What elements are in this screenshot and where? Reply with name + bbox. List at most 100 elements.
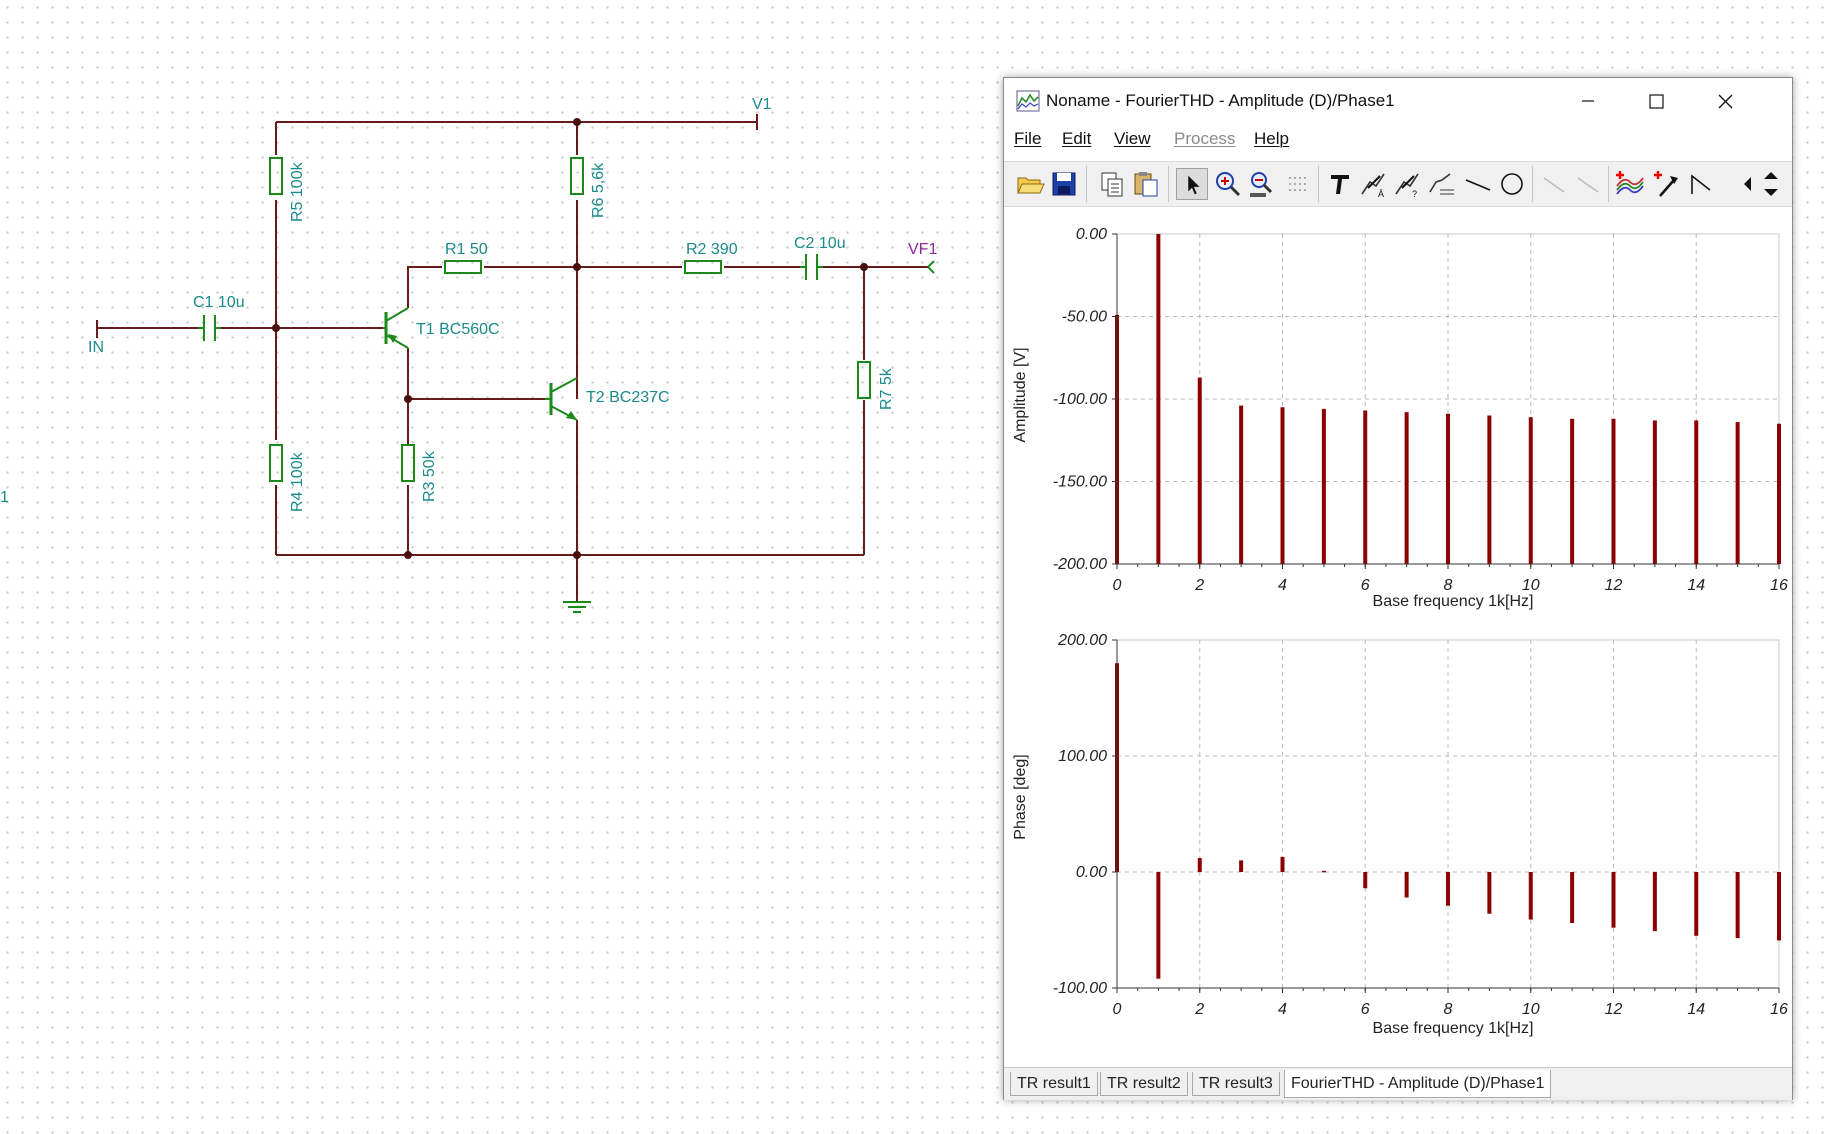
- phase-bar: [1611, 872, 1616, 928]
- amplitude-x-tick-label: 0: [1113, 577, 1122, 594]
- svg-text:Ā: Ā: [1378, 189, 1384, 199]
- phase-x-tick-label: 2: [1194, 1001, 1204, 1018]
- amplitude-bar: [1694, 420, 1699, 564]
- zoom-100-icon[interactable]: [1246, 168, 1278, 200]
- toolbar: Ā ?: [1004, 161, 1792, 207]
- amplitude-bar: [1321, 408, 1326, 564]
- r4-label: R4 100k: [289, 451, 306, 512]
- c1-label: C1 10u: [193, 294, 245, 311]
- r2-label: R2 390: [686, 241, 738, 258]
- phase-bar: [1735, 872, 1740, 939]
- tab-tr-result3[interactable]: TR result3: [1192, 1072, 1280, 1096]
- scroll-updown-icon[interactable]: [1760, 168, 1782, 200]
- fourier-window[interactable]: Noname - FourierTHD - Amplitude (D)/Phas…: [1003, 77, 1793, 1100]
- paste-icon[interactable]: [1130, 168, 1162, 200]
- phase-bar: [1404, 872, 1409, 898]
- amplitude-bar: [1487, 415, 1492, 564]
- phase-x-tick-label: 4: [1278, 1001, 1287, 1018]
- menu-view[interactable]: View: [1114, 129, 1151, 148]
- phase-bar: [1652, 872, 1657, 932]
- r7-resistor: [857, 361, 871, 399]
- phase-y-axis-label: Phase [deg]: [1012, 754, 1029, 839]
- amplitude-bar: [1404, 412, 1409, 564]
- r6-label: R6 5,6k: [590, 162, 607, 218]
- phase-y-tick-label: 200.00: [1057, 632, 1107, 649]
- wires: [96, 114, 928, 602]
- arrow2-disabled-icon[interactable]: [1572, 168, 1604, 200]
- amplitude-x-tick-label: 10: [1522, 577, 1540, 594]
- menu-edit[interactable]: Edit: [1062, 129, 1092, 148]
- open-folder-icon[interactable]: [1014, 168, 1046, 200]
- amplitude-bar: [1570, 418, 1575, 564]
- phase-bar: [1280, 856, 1285, 872]
- r6-resistor: [570, 157, 584, 195]
- amplitude-y-tick-label: 0.00: [1076, 226, 1107, 243]
- phase-frame: [1116, 639, 1780, 989]
- amplitude-x-tick-label: 12: [1605, 577, 1623, 594]
- amplitude-bar: [1735, 422, 1740, 564]
- maximize-button[interactable]: [1622, 78, 1690, 124]
- phase-y-tick-label: 100.00: [1058, 748, 1107, 765]
- add-marker-icon[interactable]: [1650, 168, 1682, 200]
- menu-process[interactable]: Process: [1174, 129, 1236, 148]
- phase-bar: [1528, 872, 1533, 920]
- amplitude-bar: [1363, 410, 1368, 564]
- zoom-in-icon[interactable]: [1212, 168, 1244, 200]
- tab-tr-result1[interactable]: TR result1: [1010, 1072, 1098, 1096]
- cursor-b-icon[interactable]: ?: [1392, 168, 1424, 200]
- phase-bar: [1446, 872, 1450, 906]
- minimize-button[interactable]: [1554, 78, 1622, 124]
- line-icon[interactable]: [1462, 168, 1494, 200]
- vf1-probe: [927, 260, 935, 274]
- grid-icon[interactable]: [1282, 168, 1314, 200]
- schematic-canvas[interactable]: V1 VF1 IN 1 R1 50 R2 390 C1 10u C2 10u T…: [0, 0, 1000, 1134]
- window-title: Noname - FourierTHD - Amplitude (D)/Phas…: [1046, 91, 1395, 110]
- phase-x-tick-label: 14: [1687, 1001, 1705, 1018]
- line-style-icon[interactable]: [1426, 168, 1458, 200]
- phase-x-tick-label: 0: [1113, 1001, 1122, 1018]
- tab-fourier-thd[interactable]: FourierTHD - Amplitude (D)/Phase1: [1284, 1070, 1552, 1098]
- close-button[interactable]: [1690, 78, 1760, 124]
- cursor-a-icon[interactable]: Ā: [1358, 168, 1390, 200]
- amplitude-y-tick-label: -50.00: [1062, 309, 1107, 326]
- text-icon[interactable]: [1324, 168, 1356, 200]
- pointer-icon[interactable]: [1176, 168, 1208, 200]
- phase-x-tick-label: 10: [1522, 1001, 1540, 1018]
- ground-symbol: [563, 601, 591, 613]
- copy-icon[interactable]: [1096, 168, 1128, 200]
- component-labels: V1 VF1 IN 1 R1 50 R2 390 C1 10u C2 10u T…: [0, 96, 937, 512]
- amplitude-y-tick-label: -200.00: [1053, 556, 1107, 573]
- phase-axes: [1112, 639, 1780, 993]
- components[interactable]: [198, 157, 935, 613]
- phase-bar: [1239, 860, 1244, 872]
- arrow-tool-icon[interactable]: [1684, 168, 1716, 200]
- r1-resistor: [444, 260, 482, 274]
- app-chart-icon: [1016, 90, 1040, 112]
- circle-icon[interactable]: [1496, 168, 1528, 200]
- phase-bar: [1487, 872, 1492, 914]
- amplitude-bar: [1280, 407, 1285, 564]
- menu-file[interactable]: File: [1014, 129, 1042, 148]
- add-curve-icon[interactable]: [1614, 168, 1646, 200]
- save-icon[interactable]: [1048, 168, 1080, 200]
- tab-tr-result2[interactable]: TR result2: [1100, 1072, 1188, 1096]
- r3-label: R3 50k: [421, 450, 438, 502]
- amplitude-x-tick-label: 2: [1194, 577, 1204, 594]
- menu-bar: File Edit View Process Help: [1004, 124, 1792, 154]
- amplitude-bar: [1446, 413, 1450, 564]
- in-label: IN: [88, 339, 104, 356]
- scroll-left-icon[interactable]: [1738, 168, 1758, 200]
- amplitude-x-tick-label: 8: [1444, 577, 1453, 594]
- menu-help[interactable]: Help: [1254, 129, 1289, 148]
- amplitude-y-axis-label: Amplitude [V]: [1012, 347, 1029, 442]
- title-bar[interactable]: Noname - FourierTHD - Amplitude (D)/Phas…: [1004, 78, 1792, 124]
- r4-resistor: [269, 444, 283, 482]
- arrow-disabled-icon[interactable]: [1538, 168, 1570, 200]
- phase-grid: [1116, 639, 1780, 989]
- phase-x-tick-label: 8: [1444, 1001, 1453, 1018]
